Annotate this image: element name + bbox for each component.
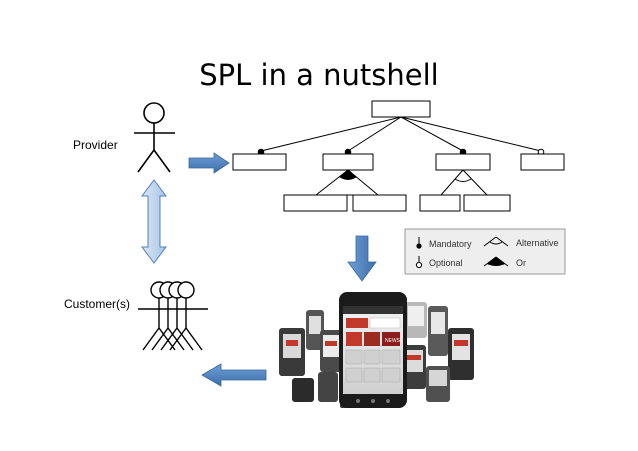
legend-optional: Optional — [429, 258, 463, 268]
legend-mandatory: Mandatory — [429, 239, 472, 249]
customers-label: Customer(s) — [64, 297, 131, 311]
phones-collage: NEWS — [279, 292, 474, 408]
or-icon — [483, 256, 509, 267]
arrow-right-icon — [188, 152, 230, 174]
alternative-icon — [483, 236, 509, 247]
slide-title: SPL in a nutshell — [199, 58, 439, 92]
arrow-left-icon — [201, 363, 267, 387]
optional-icon — [415, 261, 423, 269]
arrow-down-icon — [347, 235, 377, 282]
customers-stick-figure-icon — [138, 281, 208, 351]
provider-label: Provider — [73, 138, 118, 152]
feature-model — [232, 100, 565, 212]
phone-news-label: NEWS — [385, 338, 401, 344]
double-arrow-icon — [141, 179, 167, 264]
feature-legend: Mandatory Optional Alternative Or — [404, 228, 566, 275]
mandatory-icon — [416, 243, 422, 249]
provider-stick-figure-icon — [134, 102, 175, 173]
legend-alternative: Alternative — [516, 238, 559, 248]
legend-or: Or — [516, 258, 526, 268]
